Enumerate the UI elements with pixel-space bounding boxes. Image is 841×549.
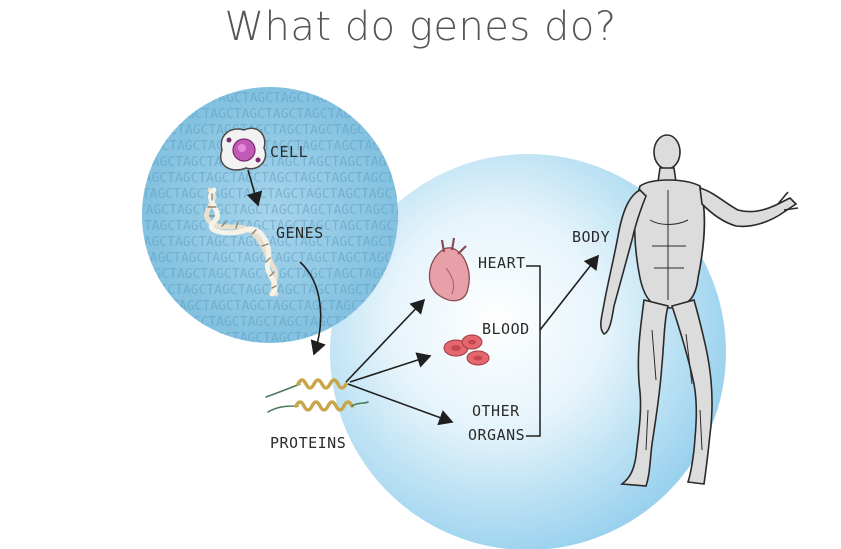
heart-label: HEART [478, 254, 526, 272]
arrow-cell-to-genes [246, 169, 263, 207]
svg-text:CTAGCTAGCTAGCTAGCTAGCTAGCTAGCT: CTAGCTAGCTAGCTAGCTAGCTAGCTAGCTAGCTAGCTAG… [132, 299, 477, 314]
heart-icon [428, 237, 470, 302]
svg-text:CTAGCTAGCTAGCTAGCTAGCTAGCTAGCT: CTAGCTAGCTAGCTAGCTAGCTAGCTAGCTAGCTAGCTAG… [136, 283, 481, 298]
other-organs-label-line1: OTHER [472, 402, 520, 420]
svg-text:CTAGCTAGCTAGCTAGCTAGCTAGCTAGCT: CTAGCTAGCTAGCTAGCTAGCTAGCTAGCTAGCTAGCTAG… [132, 107, 477, 122]
svg-text:CTAGCTAGCTAGCTAGCTAGCTAGCTAGCT: CTAGCTAGCTAGCTAGCTAGCTAGCTAGCTAGCTAGCTAG… [136, 219, 481, 234]
svg-text:CTAGCTAGCTAGCTAGCTAGCTAGCTAGCT: CTAGCTAGCTAGCTAGCTAGCTAGCTAGCTAGCTAGCTAG… [128, 235, 473, 250]
svg-text:CTAGCTAGCTAGCTAGCTAGCTAGCTAGCT: CTAGCTAGCTAGCTAGCTAGCTAGCTAGCTAGCTAGCTAG… [134, 187, 479, 202]
svg-text:CTAGCTAGCTAGCTAGCTAGCTAGCTAGCT: CTAGCTAGCTAGCTAGCTAGCTAGCTAGCTAGCTAGCTAG… [136, 155, 481, 170]
dna-letters-background: CTAGCTAGCTAGCTAGCTAGCTAGCTAGCTAGCTAGCTAG… [128, 91, 485, 343]
protein-icon [265, 378, 369, 413]
arrow-proteins-to-other-organs [347, 383, 454, 426]
human-body-icon [600, 134, 799, 487]
blood-cells-icon [443, 334, 490, 366]
cell-circle: CTAGCTAGCTAGCTAGCTAGCTAGCTAGCTAGCTAGCTAG… [128, 87, 485, 343]
arrow-proteins-to-blood [349, 352, 432, 383]
svg-text:CTAGCTAGCTAGCTAGCTAGCTAGCTAGCT: CTAGCTAGCTAGCTAGCTAGCTAGCTAGCTAGCTAGCTAG… [138, 123, 483, 138]
arrow-genes-to-proteins [299, 261, 326, 356]
page-title: What do genes do? [224, 4, 617, 50]
other-organs-label-line2: ORGANS [468, 426, 525, 444]
arrow-proteins-to-heart [345, 298, 426, 383]
proteins-label: PROTEINS [270, 434, 346, 452]
dna-icon [204, 187, 279, 297]
arrow-organs-to-body [539, 254, 599, 331]
cell-label: CELL [270, 143, 308, 161]
svg-text:CTAGCTAGCTAGCTAGCTAGCTAGCTAGCT: CTAGCTAGCTAGCTAGCTAGCTAGCTAGCTAGCTAGCTAG… [140, 91, 485, 106]
organs-bracket [526, 265, 541, 437]
blood-label: BLOOD [482, 320, 530, 338]
svg-text:CTAGCTAGCTAGCTAGCTAGCTAGCTAGCT: CTAGCTAGCTAGCTAGCTAGCTAGCTAGCTAGCTAGCTAG… [130, 139, 475, 154]
genes-label: GENES [276, 224, 324, 242]
svg-text:CTAGCTAGCTAGCTAGCTAGCTAGCTAGCT: CTAGCTAGCTAGCTAGCTAGCTAGCTAGCTAGCTAGCTAG… [128, 171, 473, 186]
cell-icon [219, 127, 267, 171]
body-label: BODY [572, 228, 610, 246]
